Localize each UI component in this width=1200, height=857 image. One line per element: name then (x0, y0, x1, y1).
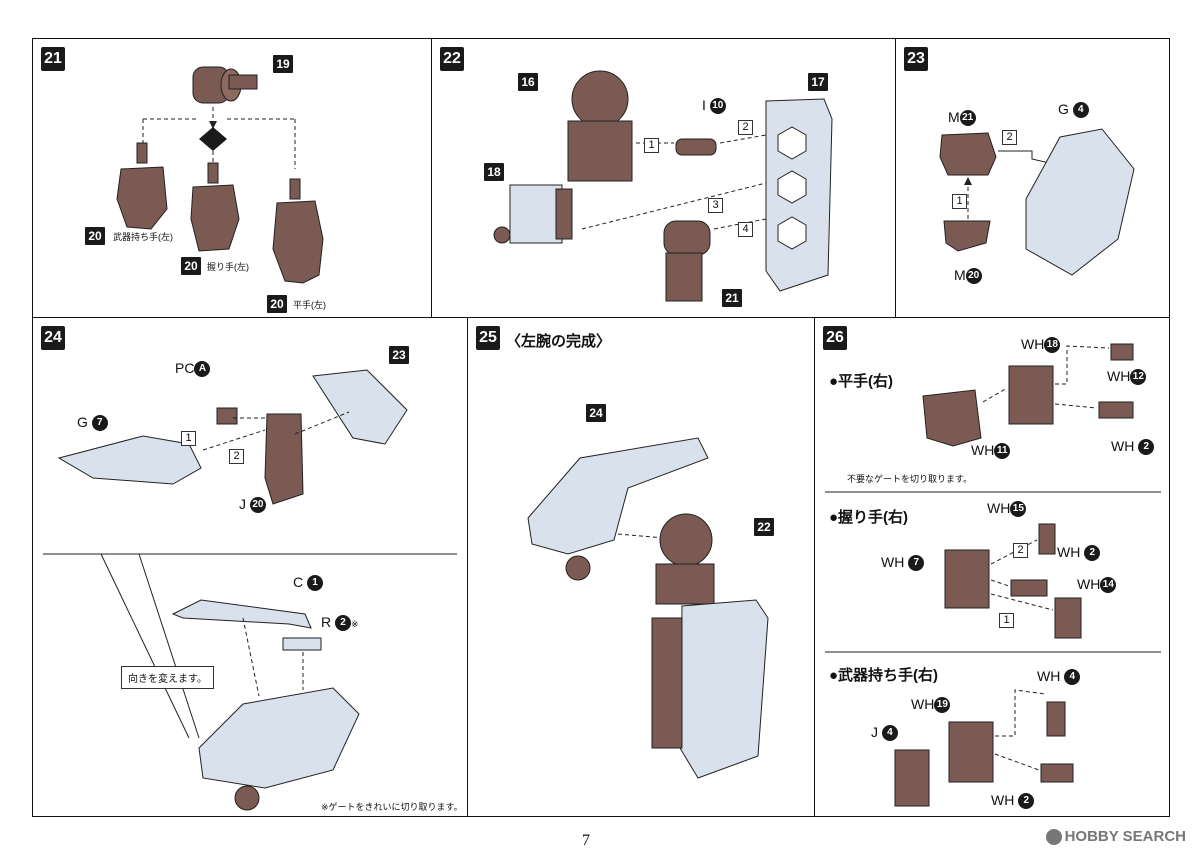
step-number: 22 (440, 47, 464, 71)
part-wh2-label: WH 2 (1057, 544, 1101, 562)
step-22-panel: 22 16 17 18 21 I 10 1 2 (431, 38, 896, 318)
part-19-drawing (192, 66, 258, 104)
part-number: 22 (754, 518, 774, 536)
part-wh2-label: WH 2 (991, 792, 1035, 810)
part-10-drawing (675, 138, 717, 156)
step-number: 26 (823, 326, 847, 350)
part-g7-label: G 7 (77, 414, 108, 432)
part-number: 18 (484, 163, 504, 181)
step-25-title: 〈左腕の完成〉 (506, 333, 612, 350)
part-16-drawing (567, 70, 633, 182)
runner-label: I 10 (702, 97, 726, 115)
order-4: 4 (738, 222, 753, 237)
fist-hand-drawing (944, 523, 1082, 639)
hand-label: 武器持ち手(左) (113, 232, 173, 242)
weapon-hand-title: ●武器持ち手(右) (829, 667, 939, 684)
step-number: 21 (41, 47, 65, 71)
part-number: 20 (181, 257, 201, 275)
part-j20-drawing (264, 413, 304, 505)
part-g7-drawing (57, 435, 202, 485)
part-number: 23 (389, 346, 409, 364)
part-number: 20 (267, 295, 287, 313)
step-23-assembly-drawing (312, 369, 408, 445)
part-number: 24 (586, 404, 606, 422)
part-r2-drawing (282, 637, 322, 651)
part-number: 21 (722, 289, 742, 307)
part-j4-label: J 4 (871, 724, 898, 742)
hand-c-drawing (272, 178, 324, 284)
part-r2-label: R 2※ (321, 614, 359, 632)
part-number: 16 (518, 73, 538, 91)
part-c1-drawing (171, 599, 312, 629)
open-hand-drawing (922, 343, 1134, 447)
part-pca-drawing (216, 407, 238, 425)
part-17-drawing (765, 98, 833, 292)
part-18-drawing (493, 184, 573, 244)
part-wh2-label: WH 2 (1111, 438, 1155, 456)
order-1: 1 (644, 138, 659, 153)
step-number: 24 (41, 326, 65, 350)
hand-a-drawing (116, 142, 168, 230)
step-25-illustration (527, 437, 769, 779)
orientation-callout: 向きを変えます。 (121, 666, 214, 689)
page-number: 7 (582, 832, 590, 849)
part-21-drawing (663, 220, 711, 302)
step-number: 25 (476, 326, 500, 350)
part-g4-label: G 4 (1058, 101, 1089, 119)
upper-arm-drawing (651, 513, 769, 779)
open-hand-title: ●平手(右) (829, 373, 894, 390)
step-23-illustration (939, 128, 1135, 276)
watermark: HOBBY SEARCH (1045, 828, 1186, 846)
order-3: 3 (708, 198, 723, 213)
order-1: 1 (999, 613, 1014, 628)
step-number: 23 (904, 47, 928, 71)
gate-note: 不要なゲートを切り取ります。 (847, 474, 973, 484)
part-g4-drawing (1025, 128, 1135, 276)
part-j20-label: J 20 (239, 496, 266, 514)
watermark-logo-icon (1045, 829, 1062, 846)
step-25-panel: 25 〈左腕の完成〉 24 22 (467, 317, 815, 817)
order-2: 2 (738, 120, 753, 135)
part-number: 17 (808, 73, 828, 91)
order-1: 1 (181, 431, 196, 446)
fist-hand-title: ●握り手(右) (829, 509, 909, 526)
step-22-illustration (493, 70, 833, 302)
hand-label: 平手(左) (293, 300, 326, 310)
part-number: 19 (273, 55, 293, 73)
order-2: 2 (1002, 130, 1017, 145)
gate-note: ※ゲートをきれいに切り取ります。 (321, 802, 463, 812)
weapon-hand-drawing (894, 701, 1074, 807)
step-24-illustration (43, 369, 457, 811)
hand-b-drawing (190, 162, 240, 252)
part-wh7-label: WH 7 (881, 554, 925, 572)
forearm-cover-drawing (198, 687, 360, 811)
order-2: 2 (229, 449, 244, 464)
order-2: 2 (1013, 543, 1028, 558)
part-m21-drawing (939, 132, 997, 176)
order-1: 1 (952, 194, 967, 209)
part-wh4-label: WH 4 (1037, 668, 1081, 686)
step-26-illustration (825, 343, 1161, 807)
part-number: 20 (85, 227, 105, 245)
hand-label: 握り手(左) (207, 262, 249, 272)
step-21-panel: 21 19 20 武器持ち手(左) 20 握り手(左) 20 平手(左) (32, 38, 432, 318)
part-c1-label: C 1 (293, 574, 324, 592)
step-21-illustration (116, 66, 324, 284)
part-m20-drawing (943, 220, 991, 252)
forearm-drawing (527, 437, 709, 581)
